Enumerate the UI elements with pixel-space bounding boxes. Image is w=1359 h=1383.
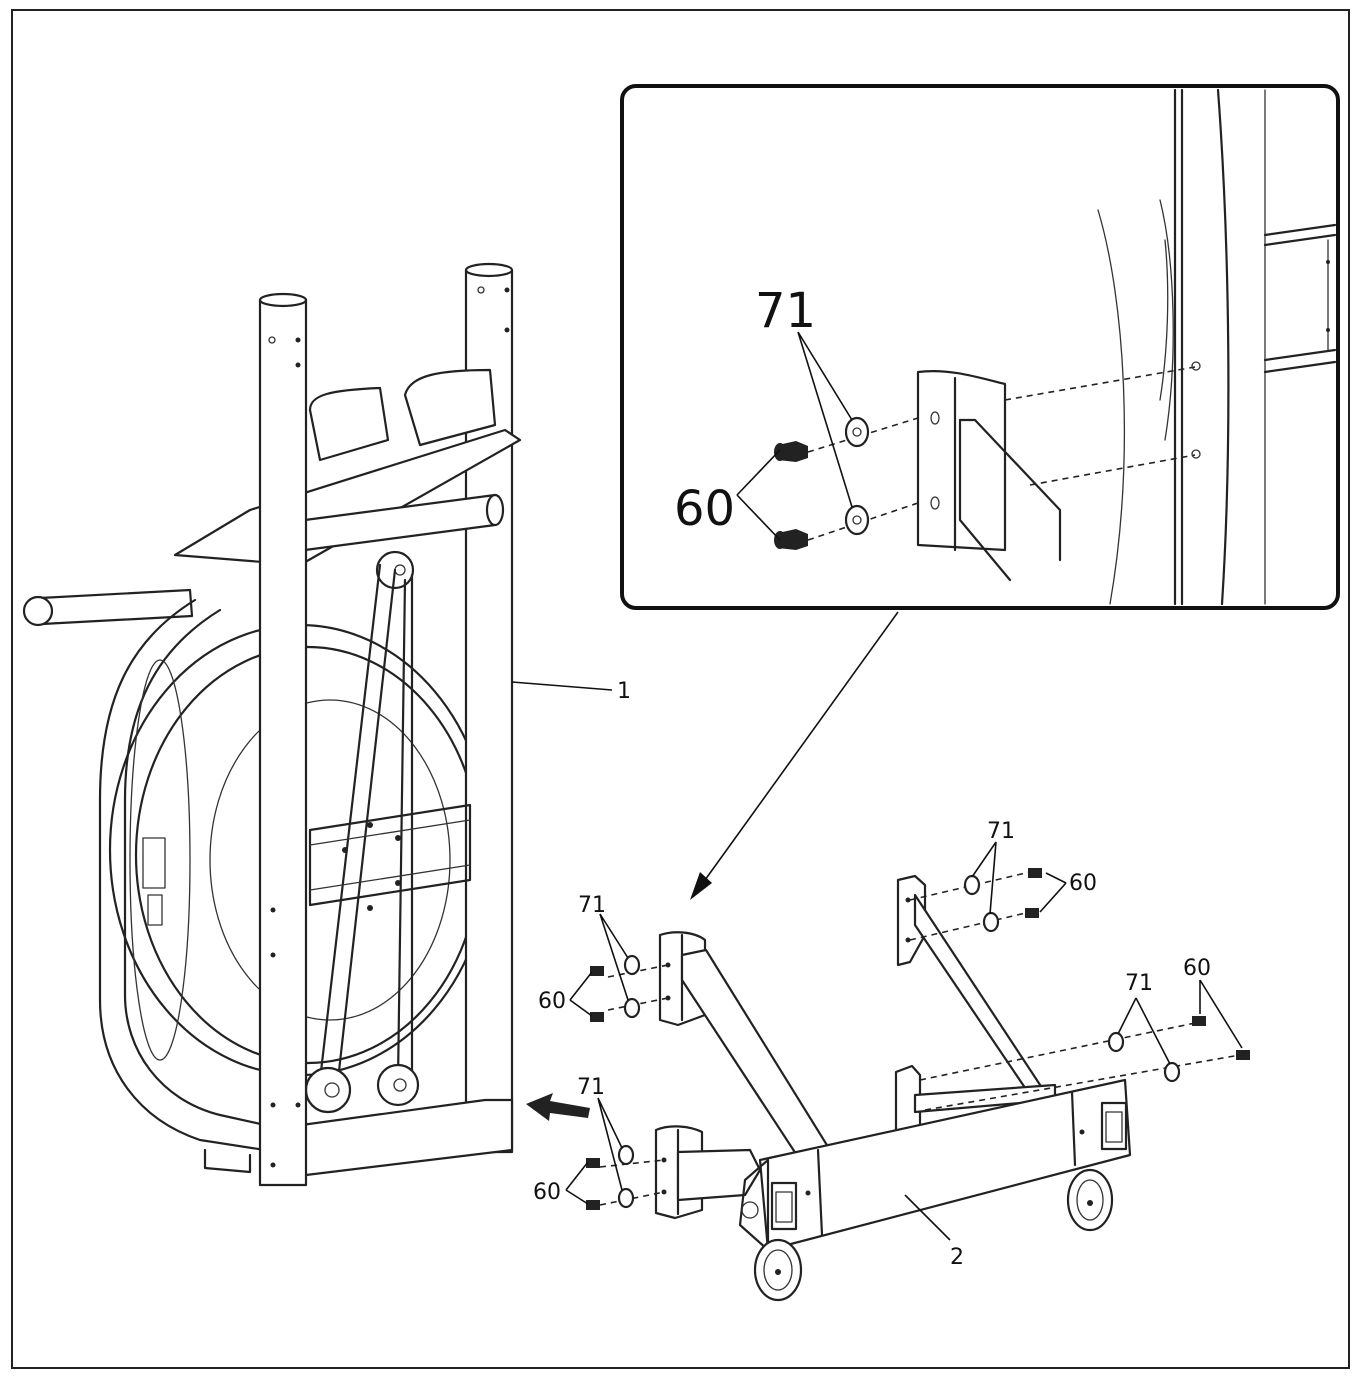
label-bolt-right: 60	[1183, 956, 1211, 981]
label-bolt-detail: 60	[674, 481, 735, 537]
label-bolt-front-left: 60	[538, 989, 566, 1014]
label-washer-front-lower: 71	[577, 1075, 605, 1100]
label-bolt-rear: 60	[1069, 871, 1097, 896]
page-border	[11, 9, 1350, 1369]
detail-callout-frame	[620, 84, 1340, 610]
label-part-2: 2	[950, 1245, 964, 1270]
label-bolt-front-lower: 60	[533, 1180, 561, 1205]
label-part-1: 1	[617, 679, 631, 704]
main-unit-illustration	[22, 262, 522, 1187]
label-washer-detail: 71	[755, 283, 816, 339]
label-washer-front-left: 71	[578, 893, 606, 918]
leader-part-1	[511, 681, 613, 691]
label-washer-rear: 71	[987, 819, 1015, 844]
push-arrow-icon	[526, 1093, 590, 1121]
detail-callout	[620, 84, 1340, 610]
callout-pointer	[704, 611, 899, 881]
label-washer-right: 71	[1125, 971, 1153, 996]
callout-pointer-head-icon	[690, 872, 712, 900]
base-frame-illustration	[565, 841, 1250, 1302]
